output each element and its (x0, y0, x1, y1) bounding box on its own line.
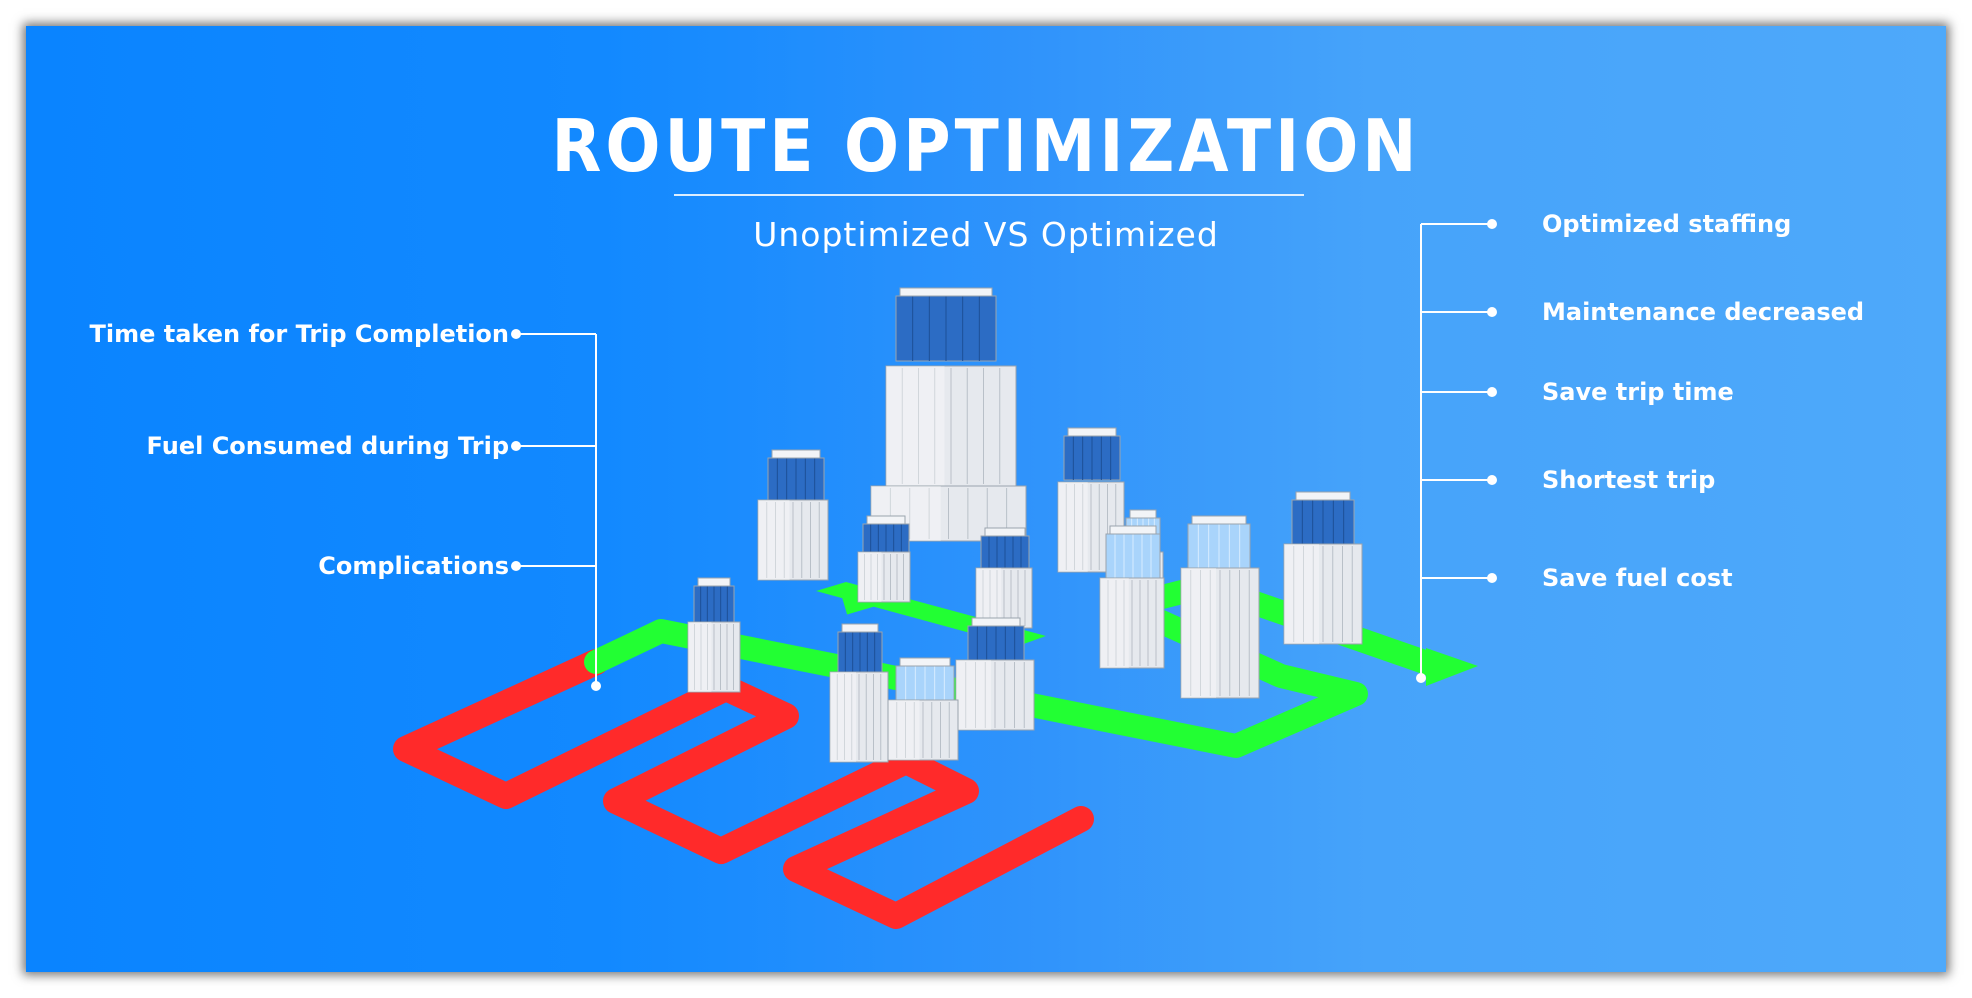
connector-dots (511, 219, 1497, 691)
label-maintenance-decreased: Maintenance decreased (1542, 298, 1865, 326)
dot-right-route (1416, 673, 1426, 683)
building-27 (829, 671, 889, 763)
label-optimized-staffing: Optimized staffing (1542, 210, 1792, 238)
dot-left-route (591, 681, 601, 691)
title-underline (674, 194, 1304, 196)
label-save-trip-time: Save trip time (1542, 378, 1734, 406)
dot-left-3 (511, 561, 521, 571)
building-6 (862, 515, 910, 553)
unoptimized-route (393, 649, 1094, 929)
building-14 (1105, 525, 1161, 579)
building-16 (1187, 515, 1251, 569)
route-scene (393, 219, 1497, 929)
buildings-layer (687, 287, 1363, 763)
building-22 (895, 657, 955, 701)
label-save-fuel-cost: Save fuel cost (1542, 564, 1733, 592)
page-title: ROUTE OPTIMIZATION (551, 104, 1421, 188)
dot-right-4 (1487, 475, 1497, 485)
building-21 (955, 659, 1035, 731)
connector-lines (516, 223, 1492, 686)
dot-right-5 (1487, 573, 1497, 583)
dot-right-2 (1487, 307, 1497, 317)
building-20 (967, 617, 1025, 661)
building-24 (693, 577, 735, 623)
label-fuel-consumed: Fuel Consumed during Trip (146, 432, 509, 460)
building-2 (885, 365, 1017, 487)
label-shortest-trip: Shortest trip (1542, 466, 1716, 494)
building-19 (1283, 543, 1363, 645)
infographic-card: ROUTE OPTIMIZATION Unoptimized VS Optimi… (26, 26, 1946, 972)
label-time-taken: Time taken for Trip Completion (89, 320, 509, 348)
building-5 (757, 499, 829, 581)
label-complications: Complications (318, 552, 509, 580)
optimized-route-arrow (1426, 648, 1478, 686)
building-26 (837, 623, 883, 673)
building-8 (980, 527, 1030, 569)
building-17 (1180, 567, 1260, 699)
building-4 (767, 449, 825, 501)
dot-right-1 (1487, 219, 1497, 229)
building-25 (687, 621, 741, 693)
building-10 (1063, 427, 1121, 481)
building-1 (895, 287, 997, 362)
dot-right-3 (1487, 387, 1497, 397)
dot-left-2 (511, 441, 521, 451)
page-subtitle: Unoptimized VS Optimized (753, 215, 1219, 254)
building-7 (857, 551, 911, 603)
building-15 (1099, 577, 1165, 669)
building-18 (1291, 491, 1355, 545)
building-23 (887, 699, 959, 761)
dot-left-1 (511, 329, 521, 339)
